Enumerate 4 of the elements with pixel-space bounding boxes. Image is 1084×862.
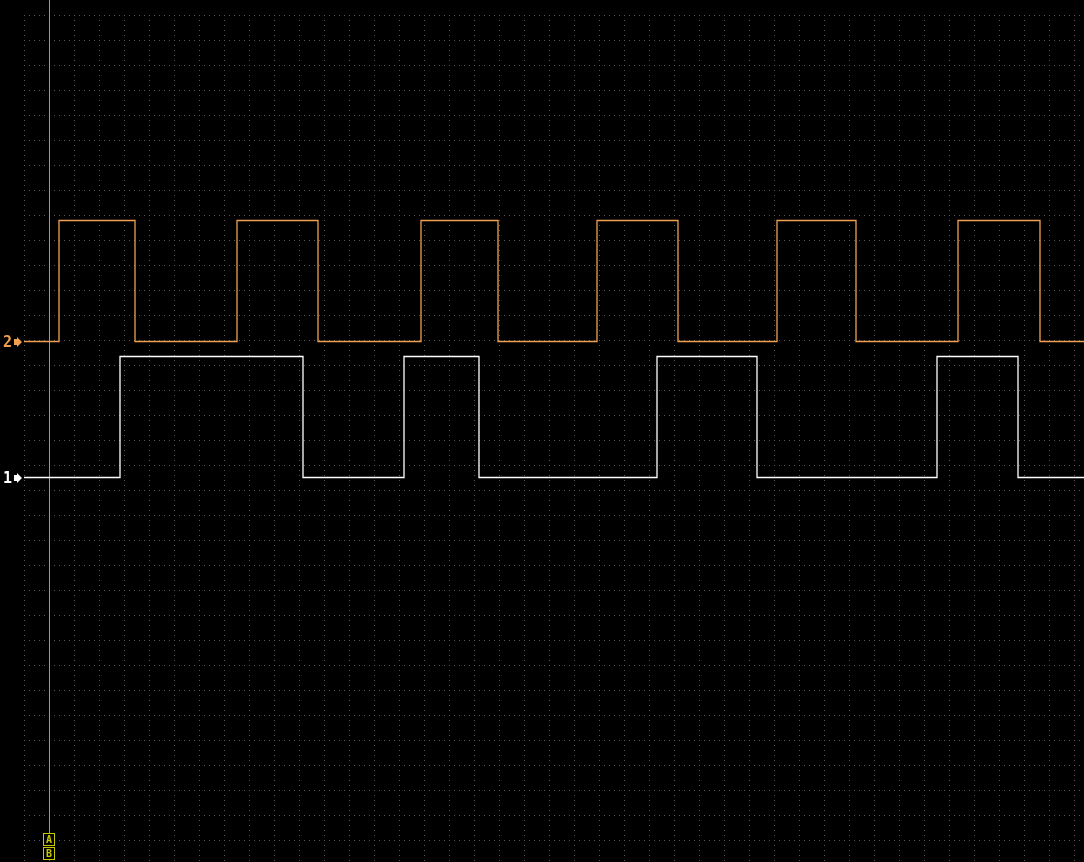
cursor-label: B xyxy=(43,847,55,860)
channel-number: 1 xyxy=(3,471,13,486)
cursor-label: A xyxy=(43,833,55,846)
channel-number: 2 xyxy=(3,335,13,350)
